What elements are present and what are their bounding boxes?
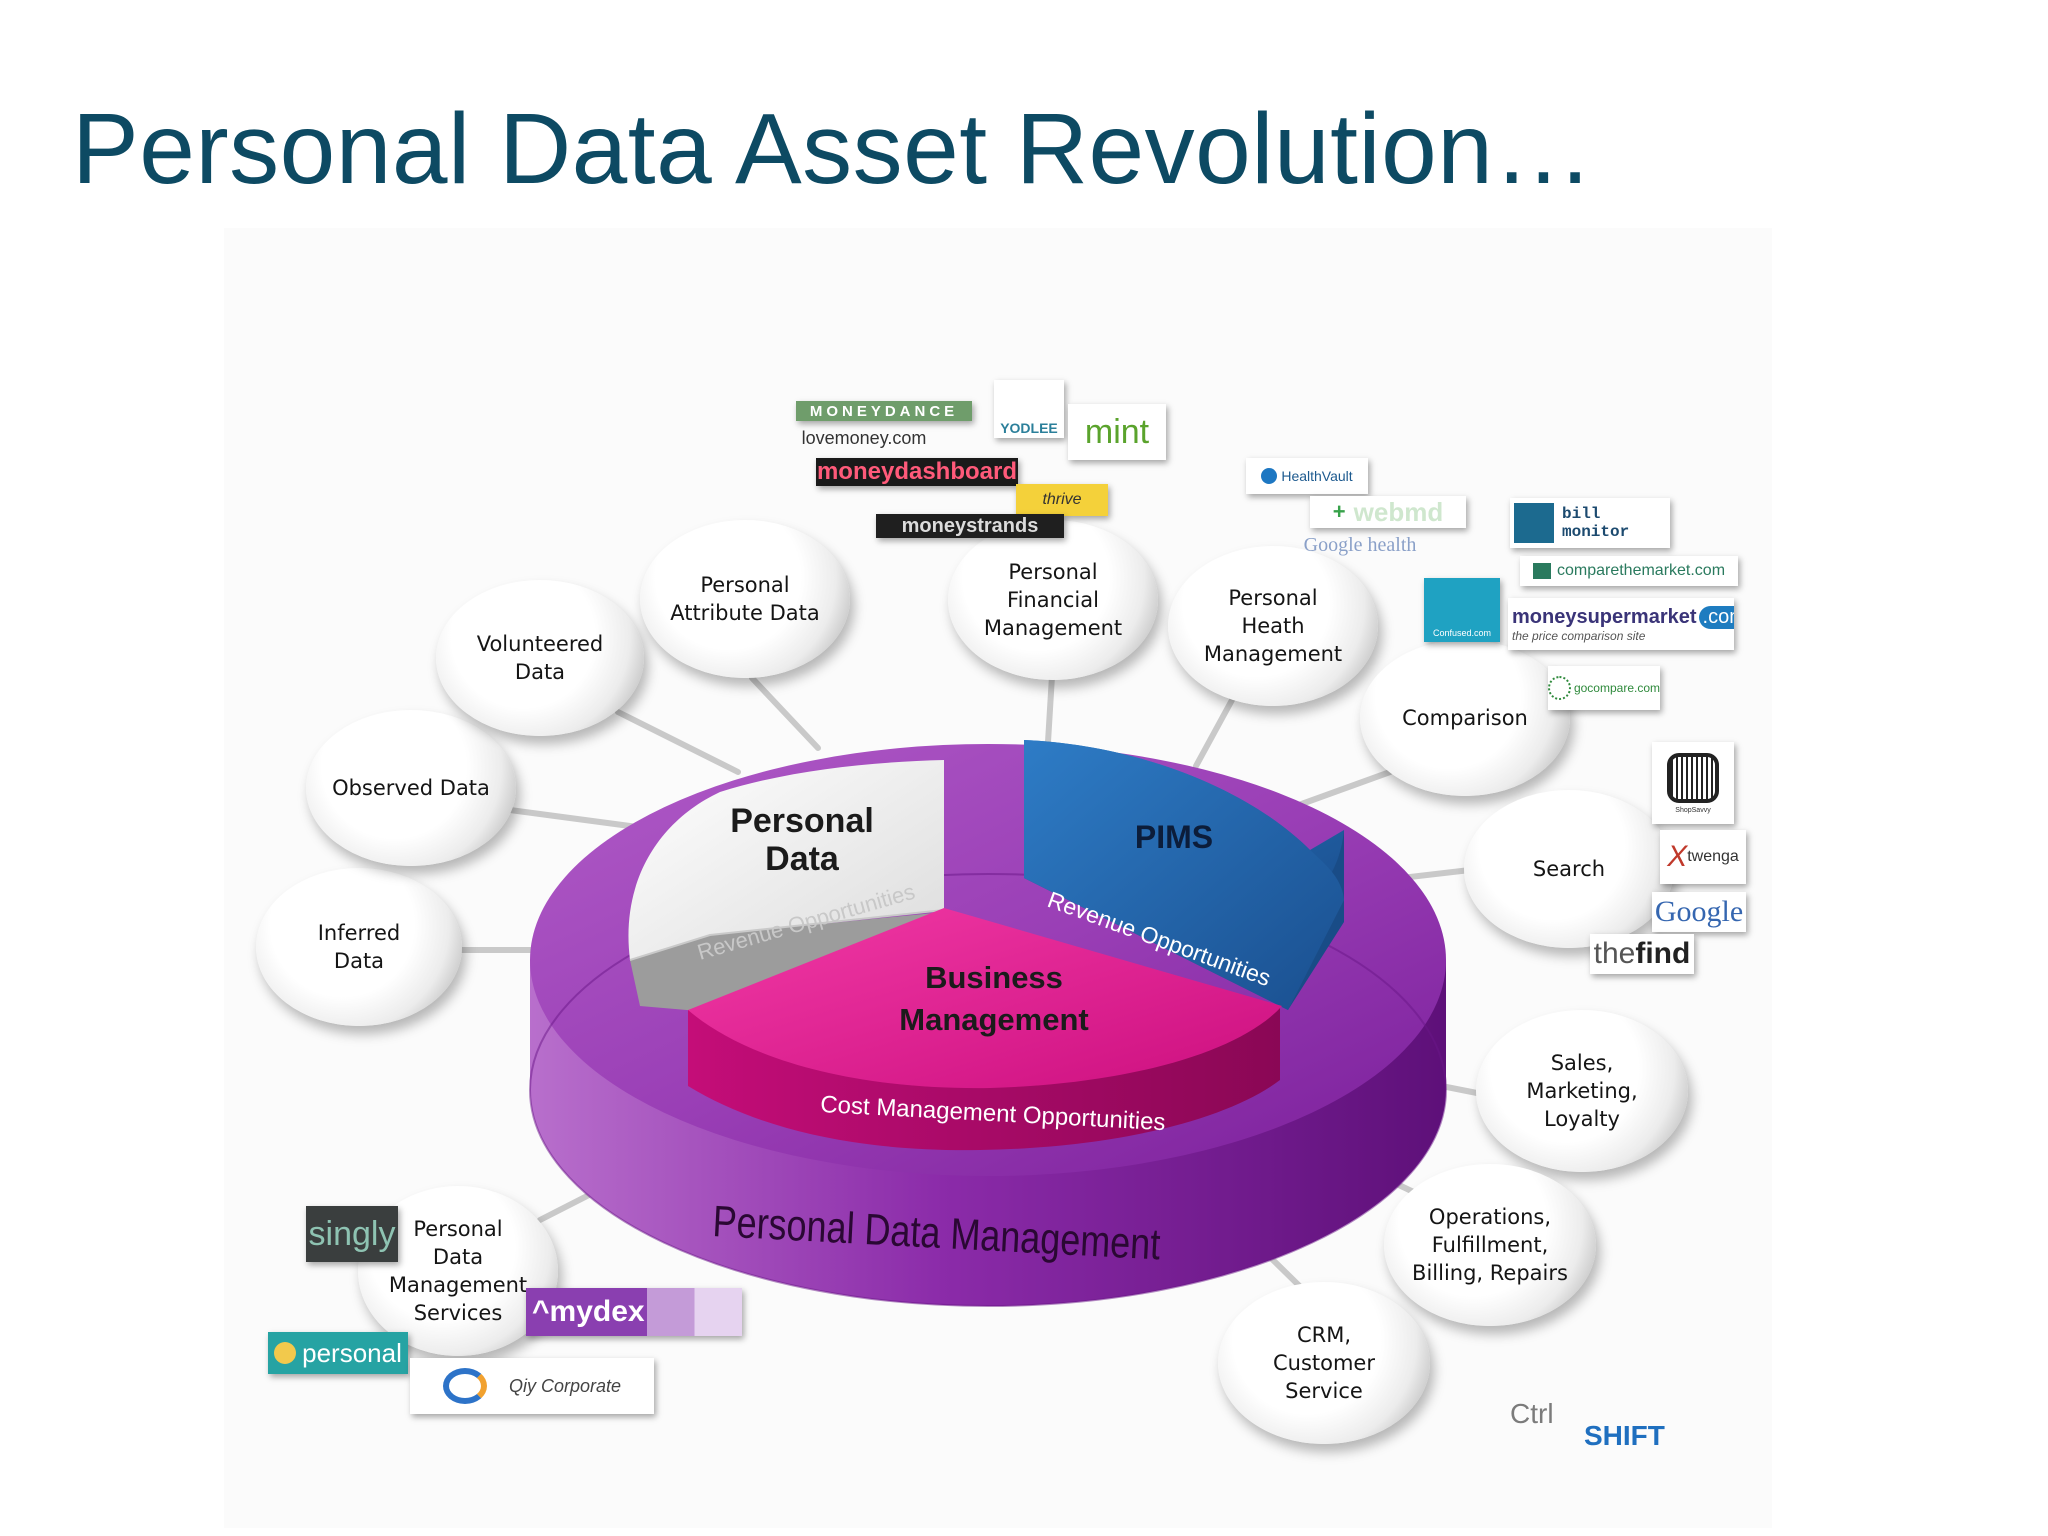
moneysupermarket-text: moneysupermarket	[1512, 606, 1697, 629]
business-management-label: Business	[925, 960, 1063, 995]
billmonitor-text-2: monitor	[1562, 523, 1629, 541]
comparethemarket-logo: comparethemarket.com	[1520, 556, 1738, 586]
bubble-comparison: Comparison	[1360, 640, 1570, 796]
thefind-text-2: find	[1635, 937, 1690, 971]
pims-label: PIMS	[1135, 819, 1213, 855]
bubble-search-line1: Search	[1533, 855, 1605, 883]
bubble-volunteered-line1: Volunteered	[477, 630, 604, 658]
personal-data-label-line2: Data	[765, 840, 840, 878]
bubble-crm-line2: Customer	[1273, 1349, 1375, 1377]
shopsavvy-logo: ShopSavvy	[1652, 742, 1734, 824]
gocompare-icon	[1548, 676, 1571, 700]
bubble-attribute-line1: Personal	[670, 571, 820, 599]
bubble-observed-data: Observed Data	[306, 710, 516, 866]
business-management-label-line2: Management	[899, 1002, 1088, 1037]
billmonitor-icon	[1514, 503, 1554, 543]
moneydashboard-logo: moneydashboard	[816, 458, 1018, 486]
bubble-health-line3: Management	[1204, 640, 1342, 668]
webmd-text: webmd	[1354, 497, 1444, 528]
barcode-icon	[1667, 753, 1719, 803]
bubble-health-line2: Heath	[1204, 612, 1342, 640]
billmonitor-text-1: bill	[1562, 505, 1629, 523]
billmonitor-logo: bill monitor	[1510, 498, 1670, 548]
bubble-operations: Operations,Fulfillment,Billing, Repairs	[1384, 1164, 1596, 1326]
bubble-search: Search	[1464, 790, 1674, 948]
qiy-text: Qiy Corporate	[509, 1376, 621, 1397]
moneydance-logo: MONEYDANCE	[796, 401, 972, 421]
bubble-sales-marketing-loyalty: Sales,Marketing,Loyalty	[1476, 1010, 1688, 1172]
bubble-operations-line3: Billing, Repairs	[1412, 1259, 1568, 1287]
yodlee-logo: YODLEE	[994, 380, 1064, 438]
healthvault-text: HealthVault	[1281, 468, 1352, 484]
bubble-volunteered-line2: Data	[477, 658, 604, 686]
bubble-operations-line2: Fulfillment,	[1412, 1231, 1568, 1259]
personal-text: personal	[302, 1338, 402, 1369]
gocompare-text: gocompare.com	[1574, 681, 1660, 695]
shopsavvy-text: ShopSavvy	[1675, 807, 1710, 814]
qiy-logo: Qiy Corporate	[410, 1358, 654, 1414]
ctrlshift-logo: Ctrl SHIFT	[1510, 1392, 1700, 1458]
bubble-pdms-line3: Management	[389, 1271, 527, 1299]
moneysupermarket-com: .com	[1699, 606, 1734, 629]
twenga-logo: X twenga	[1660, 830, 1746, 884]
twenga-x-icon: X	[1667, 840, 1687, 874]
healthvault-logo: HealthVault	[1246, 458, 1368, 494]
twenga-text: twenga	[1687, 848, 1739, 866]
confused-logo: Confused.com	[1424, 578, 1500, 642]
thrive-logo: thrive	[1016, 484, 1108, 516]
mint-logo: mint	[1068, 404, 1166, 460]
bubble-observed-line1: Observed Data	[332, 774, 490, 802]
google-health-logo: Google health	[1298, 530, 1422, 560]
bubble-attribute-line2: Attribute Data	[670, 599, 820, 627]
healthvault-icon	[1261, 468, 1277, 484]
bubble-sales-line1: Sales,	[1526, 1049, 1637, 1077]
bubble-inferred-line2: Data	[318, 947, 401, 975]
meerkat-icon	[1533, 563, 1551, 579]
bubble-health-line1: Personal	[1204, 584, 1342, 612]
qiy-icon	[443, 1368, 487, 1404]
moneystrands-logo: moneystrands	[876, 514, 1064, 538]
bubble-sales-line2: Marketing,	[1526, 1077, 1637, 1105]
webmd-logo: + webmd	[1310, 496, 1466, 528]
gocompare-logo: gocompare.com	[1548, 666, 1660, 710]
bubble-comparison-line1: Comparison	[1402, 704, 1528, 732]
thefind-text-1: the	[1594, 937, 1636, 971]
bubble-crm-line3: Service	[1273, 1377, 1375, 1405]
lovemoney-logo: lovemoney.com	[796, 426, 932, 450]
bubble-pdms-line4: Services	[389, 1299, 527, 1327]
ctrlshift-text-2: SHIFT	[1584, 1420, 1665, 1452]
moneysupermarket-logo: moneysupermarket .com the price comparis…	[1508, 598, 1734, 650]
bubble-pdms-line2: Data	[389, 1243, 527, 1271]
plus-icon: +	[1333, 499, 1346, 525]
bubble-crm-line1: CRM,	[1273, 1321, 1375, 1349]
personal-data-label: Personal	[730, 802, 874, 840]
bubble-finance-line3: Management	[984, 614, 1122, 642]
bubble-sales-line3: Loyalty	[1526, 1105, 1637, 1133]
singly-logo: singly	[306, 1206, 398, 1262]
moneysupermarket-tagline: the price comparison site	[1512, 629, 1645, 643]
mydex-logo: ^mydex	[526, 1288, 742, 1336]
bubble-inferred-line1: Inferred	[318, 919, 401, 947]
bubble-operations-line1: Operations,	[1412, 1203, 1568, 1231]
personal-icon	[274, 1342, 296, 1364]
bubble-finance-line2: Financial	[984, 586, 1122, 614]
personal-logo: personal	[268, 1332, 408, 1374]
ctrlshift-text-1: Ctrl	[1510, 1398, 1554, 1430]
comparethemarket-text: comparethemarket.com	[1557, 562, 1725, 580]
bubble-pdms-line1: Personal	[389, 1215, 527, 1243]
bubble-finance-line1: Personal	[984, 558, 1122, 586]
google-logo: Google	[1652, 892, 1746, 932]
